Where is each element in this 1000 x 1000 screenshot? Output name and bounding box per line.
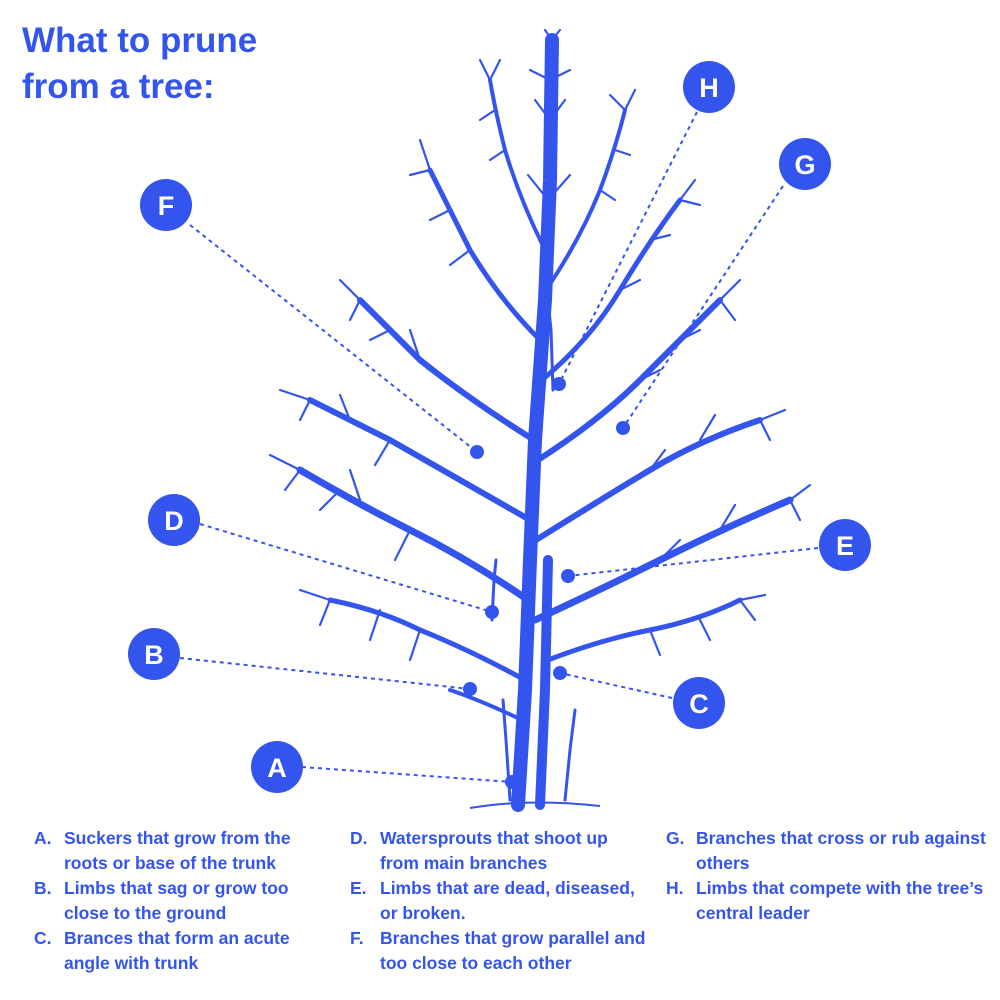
leader-line-b	[179, 657, 471, 690]
callout-h-label: H	[699, 73, 719, 103]
legend-letter: F.	[350, 928, 364, 948]
ground-line	[469, 801, 601, 809]
callout-g: G	[779, 138, 831, 190]
legend-letter: H.	[666, 878, 684, 898]
title-line-1: What to prune	[22, 21, 258, 60]
callout-f-label: F	[158, 191, 175, 221]
legend-item-a: A. Suckers that grow from the roots or b…	[34, 826, 334, 876]
legend-item-g: G. Branches that cross or rub against ot…	[666, 826, 986, 876]
callout-e-label: E	[836, 531, 854, 561]
legend-text: Limbs that compete with the tree’s centr…	[696, 878, 984, 923]
legend-letter: G.	[666, 828, 685, 848]
callout-g-label: G	[794, 150, 815, 180]
legend-item-b: B. Limbs that sag or grow too close to t…	[34, 876, 334, 926]
legend-text: Limbs that sag or grow too close to the …	[64, 878, 289, 923]
legend-item-f: F. Branches that grow parallel and too c…	[350, 926, 650, 976]
target-dot-d	[485, 605, 499, 619]
callout-f: F	[140, 179, 192, 231]
target-dot-g	[616, 421, 630, 435]
target-dot-f	[470, 445, 484, 459]
callout-c-label: C	[689, 689, 709, 719]
legend-letter: C.	[34, 928, 52, 948]
tree-illustration	[268, 28, 812, 812]
leader-line-f	[189, 224, 478, 453]
legend-letter: B.	[34, 878, 52, 898]
legend-column-1: A. Suckers that grow from the roots or b…	[34, 826, 334, 976]
legend-text: Watersprouts that shoot up from main bra…	[380, 828, 608, 873]
leader-line-g	[622, 185, 784, 429]
target-dot-c	[553, 666, 567, 680]
target-dots	[463, 377, 630, 789]
leader-line-e	[567, 547, 819, 577]
callout-e: E	[819, 519, 871, 571]
title-line-2: from a tree:	[22, 67, 215, 106]
target-dot-e	[561, 569, 575, 583]
callout-h: H	[683, 61, 735, 113]
leader-lines	[179, 111, 819, 783]
legend-column-3: G. Branches that cross or rub against ot…	[666, 826, 986, 926]
callout-b: B	[128, 628, 180, 680]
callout-c: C	[673, 677, 725, 729]
legend-item-h: H. Limbs that compete with the tree’s ce…	[666, 876, 986, 926]
legend-text: Limbs that are dead, diseased, or broken…	[380, 878, 635, 923]
legend-letter: D.	[350, 828, 368, 848]
leader-line-c	[559, 672, 673, 699]
legend-column-2: D. Watersprouts that shoot up from main …	[350, 826, 650, 976]
legend-text: Suckers that grow from the roots or base…	[64, 828, 291, 873]
legend-text: Branches that cross or rub against other…	[696, 828, 986, 873]
callout-a-label: A	[267, 753, 287, 783]
legend-letter: E.	[350, 878, 367, 898]
target-dot-a	[505, 775, 519, 789]
legend-text: Brances that form an acute angle with tr…	[64, 928, 290, 973]
leader-line-h	[558, 111, 698, 385]
leader-line-a	[301, 766, 513, 783]
legend-item-c: C. Brances that form an acute angle with…	[34, 926, 334, 976]
callout-d-label: D	[164, 506, 184, 536]
leader-line-d	[199, 523, 493, 613]
callout-a: A	[251, 741, 303, 793]
page-title: What to prune from a tree:	[22, 18, 257, 110]
callout-b-label: B	[144, 640, 164, 670]
legend-text: Branches that grow parallel and too clos…	[380, 928, 646, 973]
legend-item-d: D. Watersprouts that shoot up from main …	[350, 826, 650, 876]
target-dot-h	[552, 377, 566, 391]
target-dot-b	[463, 682, 477, 696]
callout-d: D	[148, 494, 200, 546]
legend-item-e: E. Limbs that are dead, diseased, or bro…	[350, 876, 650, 926]
legend-letter: A.	[34, 828, 52, 848]
